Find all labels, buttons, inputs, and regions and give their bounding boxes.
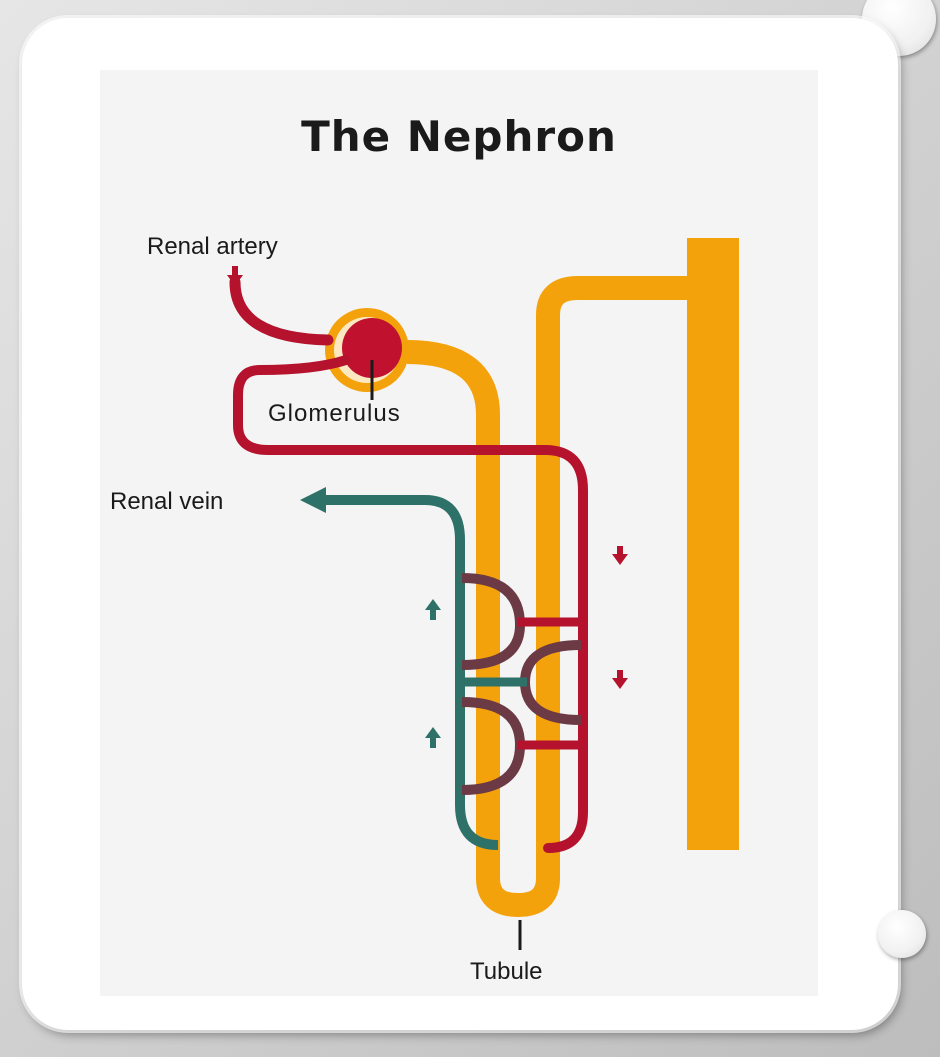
collecting-duct bbox=[687, 238, 739, 850]
efferent-arteriole bbox=[238, 360, 583, 848]
label-glomerulus: Glomerulus bbox=[268, 400, 401, 428]
nephron-tubule bbox=[407, 288, 700, 905]
afferent-arteriole bbox=[235, 282, 328, 340]
renal-vein-arrowhead bbox=[300, 487, 326, 513]
flow-arrow-down-1 bbox=[612, 546, 628, 565]
nephron-diagram: The Nephron Renal artery Glomerulus Rena… bbox=[100, 70, 818, 996]
label-renal-vein: Renal vein bbox=[110, 488, 223, 516]
flow-arrow-up-2 bbox=[425, 727, 441, 748]
label-renal-artery: Renal artery bbox=[147, 233, 278, 261]
renal-artery-arrow bbox=[227, 266, 243, 286]
nephron-drawing bbox=[100, 70, 818, 996]
label-tubule: Tubule bbox=[470, 958, 543, 986]
flow-arrow-down-2 bbox=[612, 670, 628, 689]
flow-arrow-up-1 bbox=[425, 599, 441, 620]
diagram-title: The Nephron bbox=[100, 112, 818, 161]
decorative-circle-bottom bbox=[878, 910, 926, 958]
